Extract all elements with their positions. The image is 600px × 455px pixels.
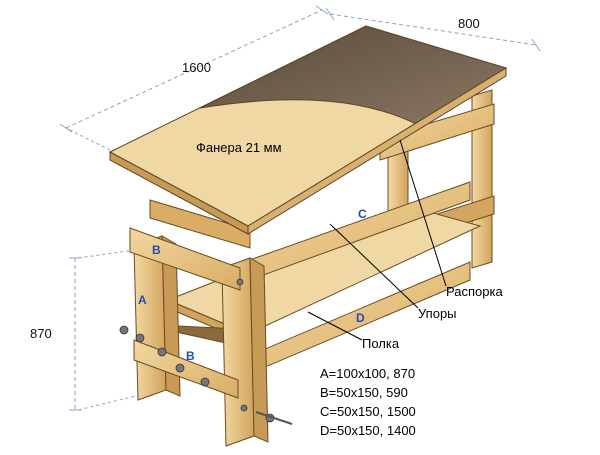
part-label-c: C <box>358 207 367 221</box>
dim-length: 1600 <box>182 60 211 75</box>
spec-line-b: B=50x150, 590 <box>320 385 408 400</box>
part-label-a: A <box>138 293 147 307</box>
callout-plywood: Фанера 21 мм <box>196 140 282 155</box>
parts-spec-list: A=100x100, 870 B=50x150, 590 C=50x150, 1… <box>320 364 416 440</box>
callout-shelf: Полка <box>362 336 400 351</box>
bolts <box>119 278 293 425</box>
part-label-b-top: B <box>152 243 161 257</box>
dimension-text: 1600 800 870 <box>30 16 480 341</box>
spec-line-d: D=50x150, 1400 <box>320 423 416 438</box>
part-letters: B A B C D <box>138 207 367 363</box>
part-label-d: D <box>356 311 365 325</box>
spec-line-c: C=50x150, 1500 <box>320 404 416 419</box>
rail-c <box>243 181 471 377</box>
table-top <box>108 25 508 235</box>
callout-spacer: Распорка <box>446 284 503 299</box>
callouts: Фанера 21 мм Распорка Упоры Полка <box>196 140 503 351</box>
dim-width: 800 <box>458 16 480 31</box>
part-label-b-bottom: B <box>186 349 195 363</box>
spec-line-a: A=100x100, 870 <box>320 366 416 381</box>
callout-stops: Упоры <box>418 306 457 321</box>
callout-lines <box>307 139 447 341</box>
dim-height: 870 <box>30 326 52 341</box>
